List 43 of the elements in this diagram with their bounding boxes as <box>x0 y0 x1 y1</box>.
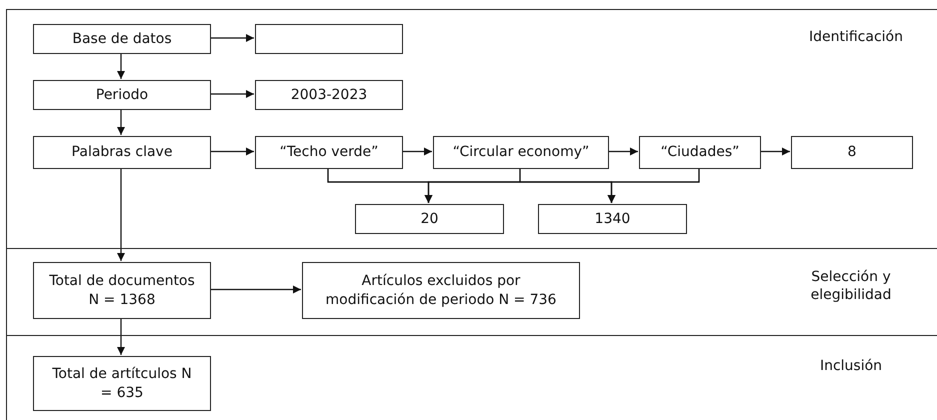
arrow <box>608 168 700 203</box>
box-label: Artículos excluidos por modificación de periodo N = 736 <box>324 272 558 309</box>
process-box <box>538 204 687 234</box>
stage-label: Selección y elegibilidad <box>810 268 892 304</box>
box-label: Palabras clave <box>70 143 174 162</box>
process-box <box>33 136 211 169</box>
box-label: Base de datos <box>71 30 173 48</box>
stage-label: Inclusión <box>818 357 884 376</box>
box-label: 20 <box>420 210 440 228</box>
process-box <box>355 204 504 234</box>
box-label: “Circular economy” <box>452 143 590 162</box>
box-label: “Ciudades” <box>660 143 740 162</box>
arrow <box>210 34 254 42</box>
process-box <box>791 136 913 169</box>
box-label: Periodo <box>94 86 150 104</box>
arrow <box>210 286 301 294</box>
arrow <box>117 53 125 79</box>
box-label: 2003-2023 <box>290 86 368 104</box>
arrow <box>608 148 638 156</box>
process-box <box>639 136 761 169</box>
arrow <box>210 148 254 156</box>
stage-band <box>6 9 937 249</box>
box-label: “Techo verde” <box>278 143 380 162</box>
box-label: Total de documentos N = 1368 <box>48 272 196 309</box>
process-box <box>33 24 211 54</box>
process-box <box>255 80 403 110</box>
arrow <box>402 148 432 156</box>
empty-box <box>255 24 403 54</box>
arrow <box>117 109 125 135</box>
process-box <box>255 136 403 169</box>
box-label: Total de artítculos N = 635 <box>51 365 193 402</box>
process-box <box>33 262 211 319</box>
process-box <box>33 356 211 411</box>
arrow <box>117 168 125 261</box>
arrow <box>760 148 790 156</box>
box-label: 1340 <box>594 210 632 228</box>
process-box <box>33 80 211 110</box>
arrow <box>210 90 254 98</box>
box-label: 8 <box>846 143 858 162</box>
process-box <box>302 262 580 319</box>
stage-label: Identificación <box>808 28 904 46</box>
process-box <box>433 136 609 169</box>
arrow <box>117 318 125 355</box>
